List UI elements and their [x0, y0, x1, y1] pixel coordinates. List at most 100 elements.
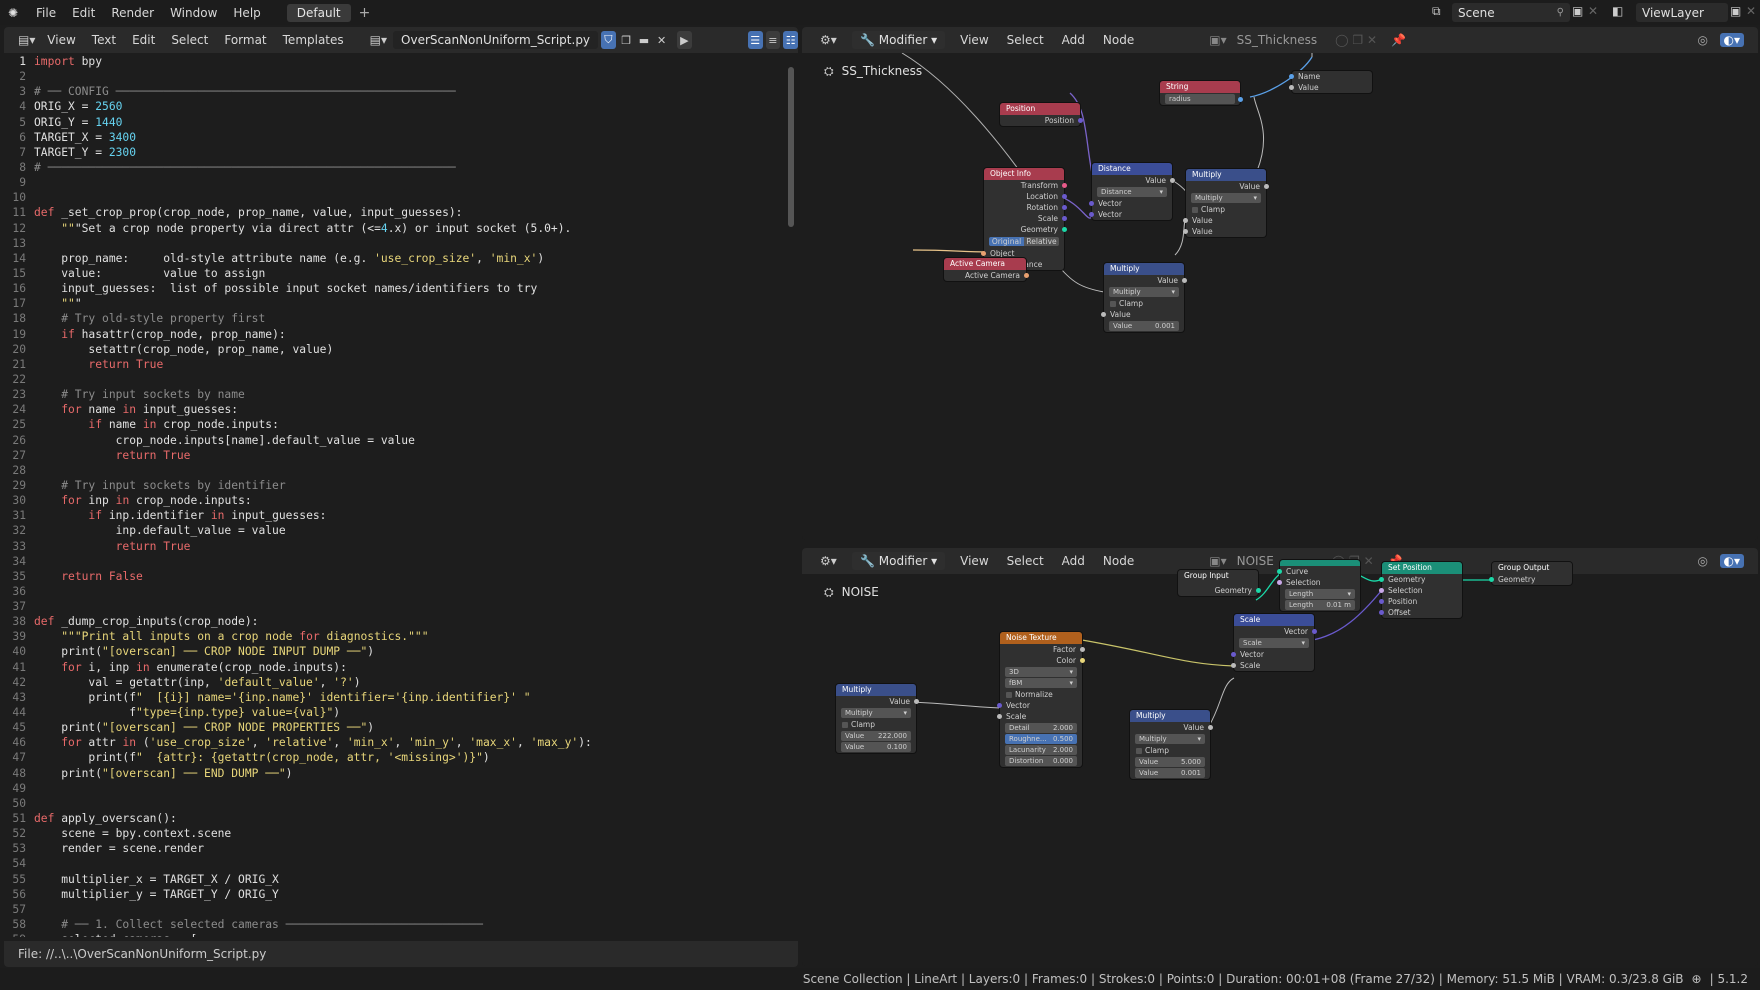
node-multiply-top[interactable]: Multiply Value Multiply▾ Clamp Value Val…: [1183, 169, 1269, 237]
output-socket[interactable]: [1078, 118, 1083, 123]
code-line[interactable]: 42 val = getattr(inp, 'default_value', '…: [4, 675, 794, 690]
editor-type-icon[interactable]: ⚙▾: [820, 33, 837, 47]
new-scene-icon[interactable]: ▣: [1572, 4, 1584, 18]
operation-dropdown[interactable]: Scale▾: [1239, 638, 1309, 648]
clamp-checkbox[interactable]: [1110, 301, 1116, 307]
te-menu-text[interactable]: Text: [91, 33, 117, 47]
line-numbers-toggle-icon[interactable]: ☰: [747, 31, 763, 49]
ne-top-menu-view[interactable]: View: [960, 33, 989, 47]
code-line[interactable]: 19 if hasattr(crop_node, prop_name):: [4, 327, 794, 342]
workspace-tab-default[interactable]: Default: [286, 3, 351, 22]
code-line[interactable]: 31 if inp.identifier in input_guesses:: [4, 508, 794, 523]
node-noise-texture[interactable]: Noise Texture Factor Color 3D▾ fBM▾ Norm…: [997, 632, 1085, 767]
code-line[interactable]: 24 for name in input_guesses:: [4, 402, 794, 417]
input-socket[interactable]: [1289, 85, 1294, 90]
input-socket[interactable]: [1089, 212, 1094, 217]
node-canvas-bottom[interactable]: Group Input Geometry Curve Selection Len…: [802, 560, 1758, 966]
output-socket[interactable]: [1080, 647, 1085, 652]
ne-bot-menu-select[interactable]: Select: [1006, 554, 1044, 568]
new-viewlayer-icon[interactable]: ▣: [1730, 4, 1742, 18]
delete-viewlayer-icon[interactable]: ✕: [1746, 4, 1757, 18]
node-group-input[interactable]: Group Input Geometry: [1178, 570, 1261, 596]
code-line[interactable]: 14 prop_name: old-style attribute name (…: [4, 251, 794, 266]
node-canvas-top[interactable]: Position Position String radius Name Val…: [802, 53, 1758, 540]
node-tree-name-field[interactable]: SS_Thickness: [1236, 33, 1318, 47]
output-socket[interactable]: [1256, 588, 1261, 593]
text-scrollbar[interactable]: [788, 67, 794, 227]
input-socket[interactable]: [1101, 312, 1106, 317]
node-multiply-small[interactable]: Multiply Value Multiply▾ Clamp Value Val…: [1101, 263, 1187, 332]
ne-top-menu-add[interactable]: Add: [1061, 33, 1085, 47]
code-line[interactable]: 53 render = scene.render: [4, 841, 794, 856]
overlay-icon[interactable]: ◎: [1697, 33, 1708, 47]
code-line[interactable]: 37: [4, 599, 794, 614]
menu-edit[interactable]: Edit: [72, 5, 96, 20]
code-line[interactable]: 22: [4, 372, 794, 387]
pin-icon[interactable]: 📌: [1391, 33, 1406, 47]
te-menu-format[interactable]: Format: [224, 33, 267, 47]
code-line[interactable]: 21 return True: [4, 357, 794, 372]
input-socket[interactable]: [1379, 577, 1384, 582]
clamp-checkbox[interactable]: [842, 722, 848, 728]
code-line[interactable]: 36: [4, 584, 794, 599]
output-socket[interactable]: [1264, 184, 1269, 189]
operation-dropdown[interactable]: Multiply▾: [1109, 287, 1179, 297]
viewlayer-selector[interactable]: ViewLayer: [1636, 3, 1728, 22]
text-filename-field[interactable]: OverScanNonUniform_Script.py: [393, 31, 599, 49]
code-line[interactable]: 3# ── CONFIG ───────────────────────────…: [4, 84, 794, 99]
ne-bot-menu-node[interactable]: Node: [1102, 554, 1135, 568]
code-line[interactable]: 33 return True: [4, 539, 794, 554]
code-line[interactable]: 9: [4, 175, 794, 190]
operation-dropdown[interactable]: Multiply▾: [1135, 734, 1205, 744]
shield-icon[interactable]: ⛉: [601, 31, 616, 49]
pin-icon[interactable]: ⚲: [1556, 7, 1564, 18]
node-object-info[interactable]: Object Info Transform Location Rotation …: [981, 168, 1067, 270]
code-line[interactable]: 34: [4, 554, 794, 569]
mode-dropdown[interactable]: Length▾: [1285, 589, 1355, 599]
menu-render[interactable]: Render: [111, 5, 155, 20]
node-group-output[interactable]: Group Output Geometry: [1489, 562, 1572, 585]
input-socket[interactable]: [1489, 577, 1494, 582]
input-socket[interactable]: [1289, 74, 1294, 79]
te-menu-templates[interactable]: Templates: [282, 33, 344, 47]
output-socket[interactable]: [1062, 216, 1067, 221]
output-socket[interactable]: [1080, 658, 1085, 663]
normalize-checkbox[interactable]: [1006, 692, 1012, 698]
code-line[interactable]: 2: [4, 69, 794, 84]
code-line[interactable]: 32 inp.default_value = value: [4, 523, 794, 538]
node-string[interactable]: String radius: [1160, 81, 1243, 105]
input-socket[interactable]: [981, 251, 986, 256]
te-menu-select[interactable]: Select: [171, 33, 209, 47]
menu-window[interactable]: Window: [170, 5, 218, 20]
node-tree-browse-icon[interactable]: ▣▾: [1209, 554, 1227, 568]
duplicate-text-icon[interactable]: ❐: [621, 33, 632, 47]
editor-type-icon[interactable]: ⚙▾: [820, 554, 837, 568]
noise-type-dropdown[interactable]: fBM▾: [1005, 678, 1077, 688]
globe-icon[interactable]: ⊕: [1691, 972, 1702, 986]
text-browse-icon[interactable]: ▤▾: [369, 33, 388, 47]
run-script-icon[interactable]: ▶: [677, 31, 692, 49]
code-line[interactable]: 35 return False: [4, 569, 794, 584]
input-socket[interactable]: [1231, 663, 1236, 668]
code-line[interactable]: 58 # ── 1. Collect selected cameras ────…: [4, 917, 794, 932]
ne-bot-menu-view[interactable]: View: [960, 554, 989, 568]
input-socket[interactable]: [1183, 218, 1188, 223]
ne-top-menu-select[interactable]: Select: [1006, 33, 1044, 47]
fake-user-icon[interactable]: ◯ ❐ ✕: [1335, 33, 1378, 47]
code-line[interactable]: 10: [4, 190, 794, 205]
node-tree-browse-icon[interactable]: ▣▾: [1209, 33, 1227, 47]
